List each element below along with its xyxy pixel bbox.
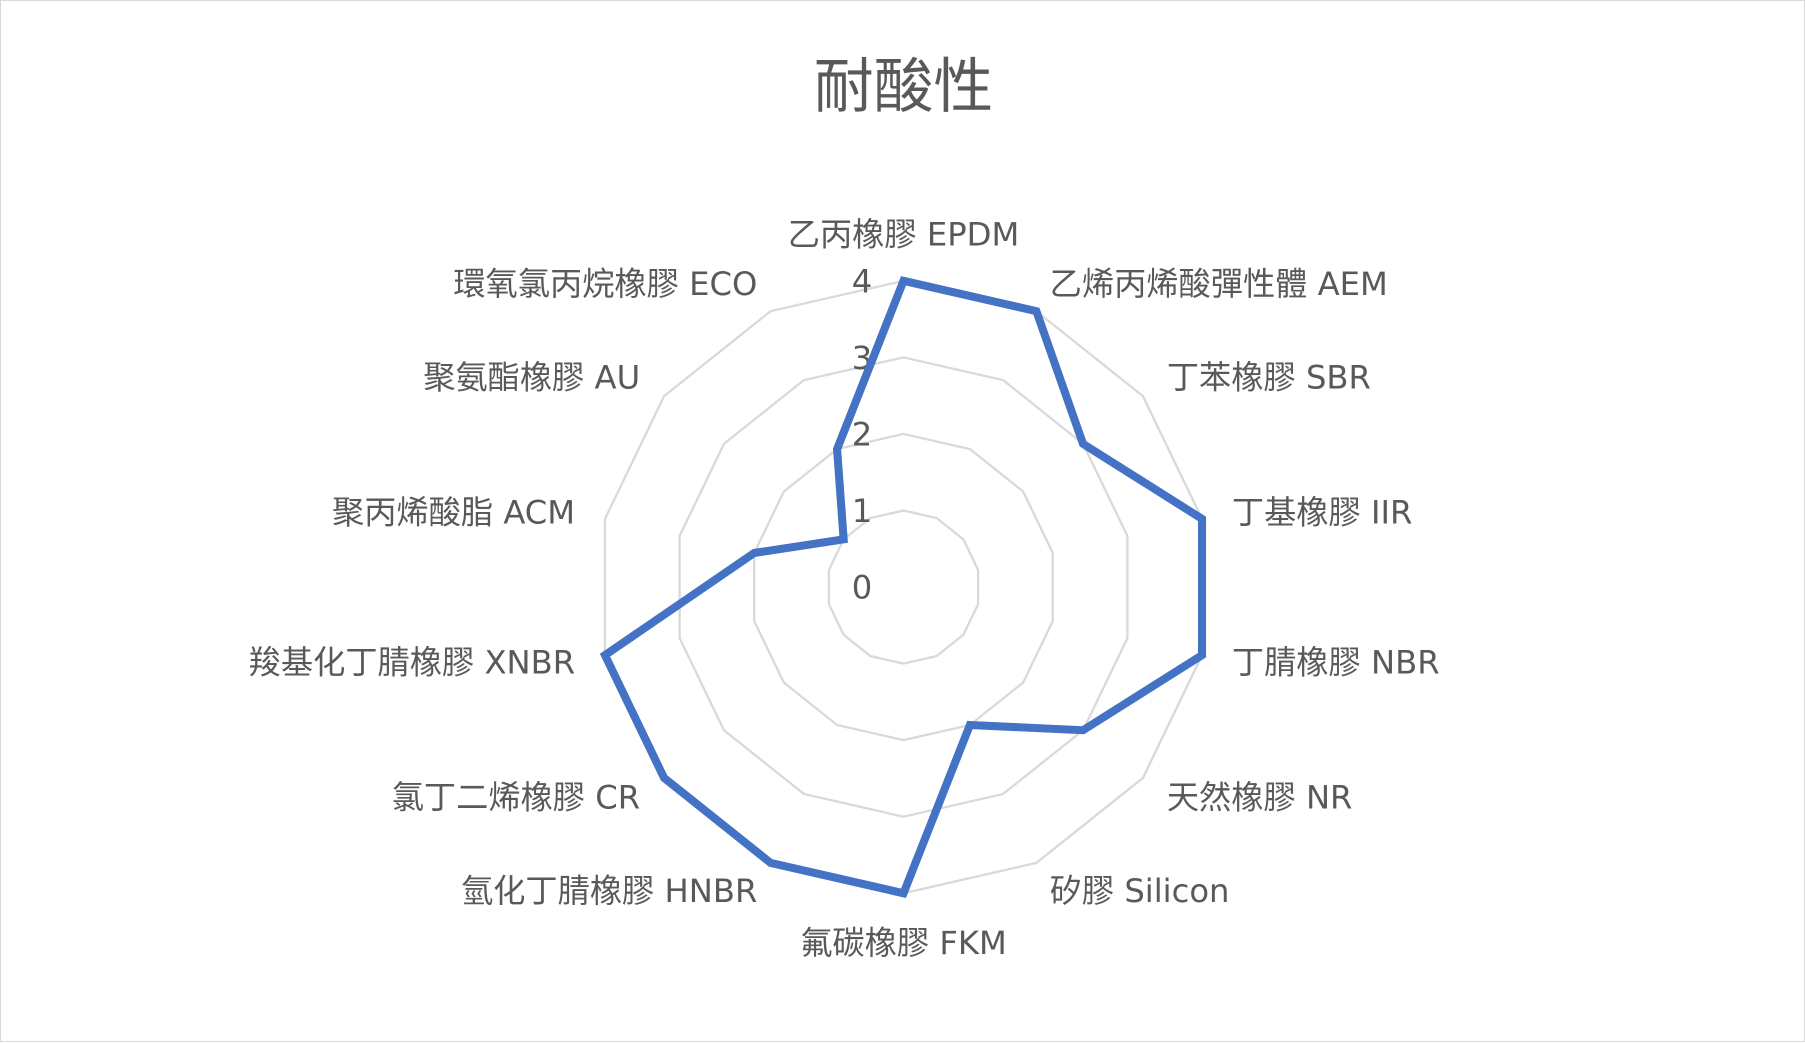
chart-title: 耐酸性 <box>814 52 994 122</box>
tick-label: 2 <box>852 415 873 453</box>
category-label: 氯丁二烯橡膠 CR <box>392 779 640 817</box>
category-label: 丁苯橡膠 SBR <box>1167 359 1371 397</box>
tick-label: 4 <box>852 262 873 300</box>
category-label: 乙丙橡膠 EPDM <box>788 216 1020 254</box>
category-label: 矽膠 Silicon <box>1050 872 1230 910</box>
category-label: 聚氨酯橡膠 AU <box>423 359 640 397</box>
category-label: 氫化丁腈橡膠 HNBR <box>461 872 757 910</box>
category-label: 氟碳橡膠 FKM <box>800 924 1007 962</box>
grid-ring-3 <box>680 357 1128 816</box>
category-label: 乙烯丙烯酸彈性體 AEM <box>1050 265 1388 303</box>
grid-ring-2 <box>754 434 1053 740</box>
category-label: 丁基橡膠 IIR <box>1232 494 1413 532</box>
category-label: 羧基化丁腈橡膠 XNBR <box>249 644 575 682</box>
category-labels: 乙丙橡膠 EPDM 乙烯丙烯酸彈性體 AEM 丁苯橡膠 SBR 丁基橡膠 IIR 丁腈橡… <box>249 216 1440 962</box>
tick-label: 1 <box>852 492 873 530</box>
category-label: 環氧氯丙烷橡膠 ECO <box>453 265 757 303</box>
category-label: 聚丙烯酸脂 ACM <box>332 494 575 532</box>
category-label: 丁腈橡膠 NBR <box>1232 644 1440 682</box>
category-label: 天然橡膠 NR <box>1167 779 1353 817</box>
tick-label: 0 <box>852 569 873 607</box>
